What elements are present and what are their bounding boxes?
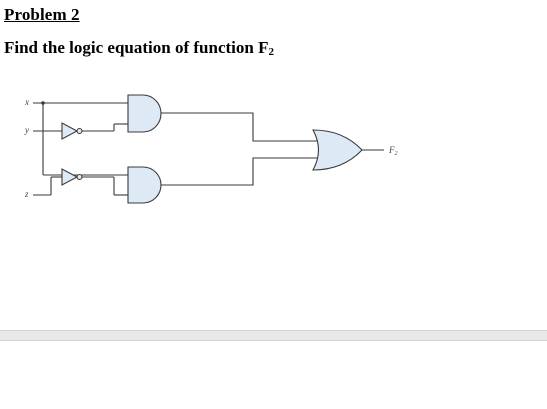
wire-and2-to-or xyxy=(161,157,321,186)
input-label-x: x xyxy=(24,97,29,107)
question-text: Find the logic equation of function F xyxy=(4,38,269,57)
not-gate-y xyxy=(61,122,79,140)
problem-question: Find the logic equation of function F2 xyxy=(4,38,274,60)
not-gate-y-bubble xyxy=(76,127,83,135)
output-label: F2 xyxy=(388,145,398,157)
or-gate xyxy=(312,129,363,171)
input-label-z: z xyxy=(24,189,29,199)
problem-heading: Problem 2 xyxy=(4,5,80,24)
not-gate-z-bubble xyxy=(76,173,83,181)
not-gate-z xyxy=(61,168,79,186)
input-label-y: y xyxy=(24,125,29,135)
wire-and1-to-or xyxy=(161,112,321,142)
and-gate-1 xyxy=(127,94,162,133)
and-gate-2 xyxy=(127,166,162,204)
question-subscript: 2 xyxy=(268,46,274,59)
page-divider xyxy=(0,330,547,341)
